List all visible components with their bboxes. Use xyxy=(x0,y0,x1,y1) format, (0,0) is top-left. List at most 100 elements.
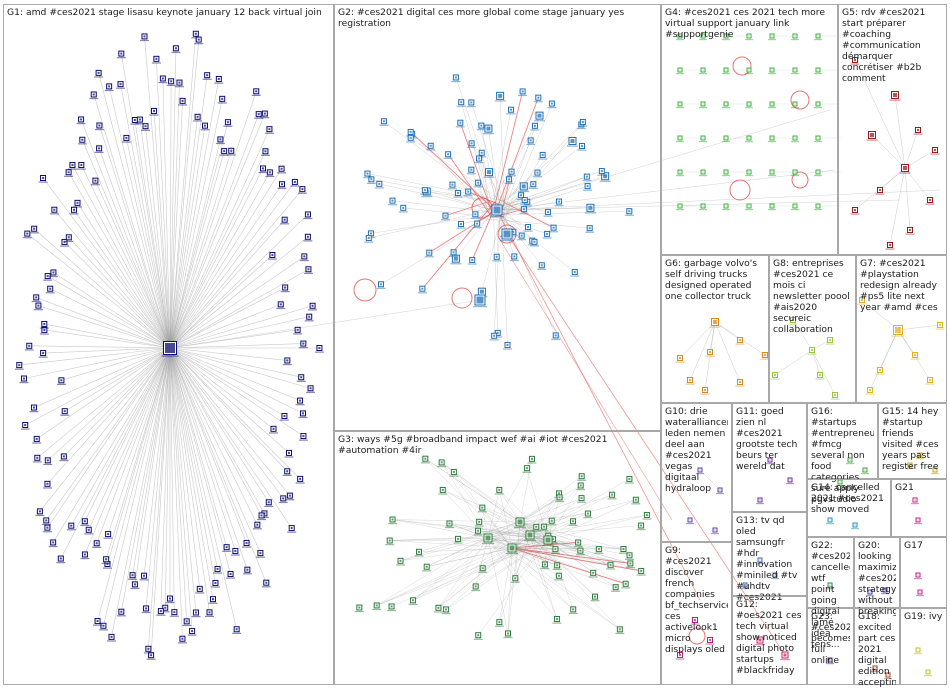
node xyxy=(303,211,313,220)
edge xyxy=(400,537,489,562)
node xyxy=(577,143,587,151)
node xyxy=(519,206,529,214)
node xyxy=(826,517,834,525)
node xyxy=(543,209,553,217)
node xyxy=(711,527,719,535)
edge xyxy=(511,485,581,549)
node xyxy=(31,294,41,303)
node xyxy=(699,203,707,211)
edge xyxy=(169,347,201,589)
node xyxy=(210,579,220,588)
edge xyxy=(487,537,556,550)
node xyxy=(825,337,835,345)
node xyxy=(788,317,798,325)
edge xyxy=(392,200,506,214)
edge xyxy=(169,347,301,401)
node xyxy=(492,253,502,262)
edge xyxy=(169,347,248,570)
edge xyxy=(478,530,531,536)
edge xyxy=(169,347,262,516)
edge xyxy=(500,213,529,228)
node xyxy=(22,230,32,239)
edge xyxy=(503,145,583,206)
node xyxy=(735,337,745,345)
node xyxy=(899,164,911,174)
node xyxy=(242,566,252,575)
node xyxy=(916,452,924,460)
edge xyxy=(478,158,494,208)
self-loop xyxy=(791,171,809,189)
node xyxy=(755,636,765,646)
node xyxy=(14,362,24,370)
node xyxy=(575,547,585,556)
node xyxy=(826,582,834,590)
edge xyxy=(496,209,701,601)
edge xyxy=(160,347,171,612)
node xyxy=(398,204,408,213)
node xyxy=(295,397,305,406)
node xyxy=(438,486,448,495)
edge xyxy=(496,109,831,211)
edge xyxy=(33,347,171,408)
edge xyxy=(95,180,171,349)
edge xyxy=(73,209,171,349)
node xyxy=(298,340,308,349)
node xyxy=(925,197,935,205)
node xyxy=(675,652,685,660)
edge xyxy=(493,208,525,218)
node xyxy=(483,168,495,178)
group-label-g11: G11: goed zien nl #ces2021 grootste tech… xyxy=(736,406,798,472)
edge xyxy=(392,519,531,536)
edge xyxy=(511,547,631,564)
node xyxy=(568,518,578,526)
node xyxy=(473,632,483,640)
node xyxy=(149,107,159,116)
node xyxy=(177,635,187,644)
node xyxy=(295,475,305,484)
edge xyxy=(82,139,171,349)
edge xyxy=(169,347,304,437)
edge xyxy=(425,458,513,549)
node xyxy=(760,352,770,360)
node xyxy=(424,249,434,258)
edge xyxy=(71,347,171,526)
edge xyxy=(145,347,171,609)
node xyxy=(223,119,233,127)
edge xyxy=(169,188,303,349)
edge xyxy=(389,537,489,541)
edge xyxy=(169,39,200,349)
node xyxy=(38,174,48,183)
node xyxy=(226,147,236,156)
node xyxy=(449,249,459,257)
node xyxy=(722,33,730,41)
node xyxy=(278,495,288,504)
edge xyxy=(33,228,171,349)
edge xyxy=(519,497,560,523)
edge xyxy=(496,207,591,211)
group-label-g9: G9: #ces2021 discover french companies b… xyxy=(665,545,728,655)
edge xyxy=(379,183,495,211)
self-loop xyxy=(732,56,752,76)
node xyxy=(422,563,432,572)
node xyxy=(76,162,86,170)
group-panel-g13: G13: tv qd oled samsungfr #hdr #innovati… xyxy=(732,512,807,603)
node xyxy=(699,135,707,143)
edge xyxy=(371,179,492,202)
edge xyxy=(37,347,171,459)
node xyxy=(141,605,151,614)
group-label-g16: G16: #startups #entrepreneurs #fmcg seve… xyxy=(811,406,874,505)
node xyxy=(116,81,126,89)
edge xyxy=(481,152,491,217)
edge xyxy=(499,239,673,521)
node xyxy=(143,645,153,654)
edge xyxy=(458,537,489,540)
edge xyxy=(453,207,488,253)
edge xyxy=(169,347,236,552)
edge xyxy=(447,153,491,216)
node xyxy=(577,473,587,481)
node xyxy=(516,192,526,200)
edge xyxy=(511,547,546,565)
edge xyxy=(529,534,596,597)
node xyxy=(466,166,476,175)
node xyxy=(531,523,541,532)
